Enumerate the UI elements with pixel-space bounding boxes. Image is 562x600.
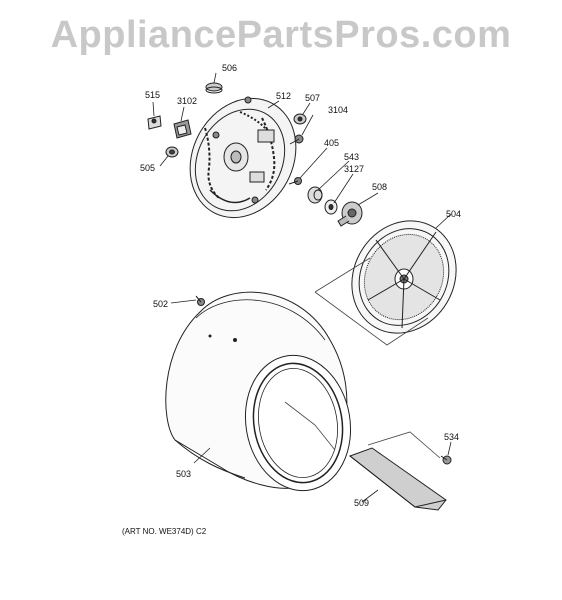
drum-503[interactable] xyxy=(165,291,361,499)
callout-506: 506 xyxy=(222,63,237,73)
bearing-543[interactable] xyxy=(307,186,323,204)
callout-3104: 3104 xyxy=(328,105,348,115)
drum-rear-504[interactable] xyxy=(332,202,477,352)
callout-3127: 3127 xyxy=(344,164,364,174)
part-506[interactable] xyxy=(205,82,223,94)
screw-534[interactable] xyxy=(440,455,452,465)
washer-3127[interactable] xyxy=(324,199,338,215)
screw-502[interactable] xyxy=(195,295,205,306)
callout-labels: 515 3102 505 506 512 507 3104 405 543 31… xyxy=(140,63,461,508)
callout-504: 504 xyxy=(446,209,461,219)
part-515[interactable] xyxy=(147,115,162,130)
watermark-text: AppliancePartsPros.com xyxy=(50,14,512,56)
part-505[interactable] xyxy=(165,146,179,158)
callout-508: 508 xyxy=(372,182,387,192)
shaft-508[interactable] xyxy=(337,201,363,227)
callout-512: 512 xyxy=(276,91,291,101)
callout-507: 507 xyxy=(305,93,320,103)
rear-bulkhead-512[interactable] xyxy=(170,80,317,236)
callout-405: 405 xyxy=(324,138,339,148)
screw-405[interactable] xyxy=(288,177,302,185)
part-3102[interactable] xyxy=(173,119,192,139)
callout-503: 503 xyxy=(176,469,191,479)
screw-3104[interactable] xyxy=(289,134,304,145)
callout-515: 515 xyxy=(145,90,160,100)
callout-3102: 3102 xyxy=(177,96,197,106)
part-507[interactable] xyxy=(293,113,307,125)
callout-534: 534 xyxy=(444,432,459,442)
leader-lines xyxy=(152,72,452,503)
callout-509: 509 xyxy=(354,498,369,508)
callout-502: 502 xyxy=(153,299,168,309)
baffle-509[interactable] xyxy=(348,447,447,511)
callout-505: 505 xyxy=(140,163,155,173)
art-number: (ART NO. WE374D) C2 xyxy=(122,527,207,536)
callout-543: 543 xyxy=(344,152,359,162)
